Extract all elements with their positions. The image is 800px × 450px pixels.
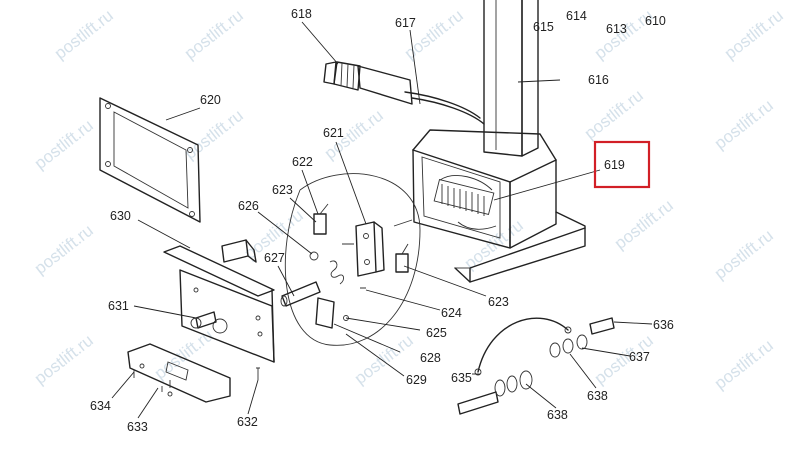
watermark-text: postlift.ru xyxy=(51,6,117,63)
mounting-plate xyxy=(163,245,275,363)
leader-lines xyxy=(111,21,653,419)
watermark-text: postlift.ru xyxy=(31,331,97,388)
part-label: 623 xyxy=(488,295,509,309)
part-label: 626 xyxy=(238,199,259,213)
washers-and-bolts xyxy=(457,317,615,415)
part-label: 618 xyxy=(291,7,312,21)
watermark-text: postlift.ru xyxy=(31,221,97,278)
part-label: 638 xyxy=(547,408,568,422)
terminal-block xyxy=(433,175,497,230)
part-label: 629 xyxy=(406,373,427,387)
part-label: 638 xyxy=(587,389,608,403)
control-box xyxy=(412,129,586,283)
part-label: 623 xyxy=(272,183,293,197)
watermark-layer: postlift.ru postlift.ru postlift.ru post… xyxy=(31,6,787,393)
part-label: 615 xyxy=(533,20,554,34)
watermark-text: postlift.ru xyxy=(181,106,247,163)
part-label: 619 xyxy=(604,158,625,172)
part-label: 613 xyxy=(606,22,627,36)
part-label: 617 xyxy=(395,16,416,30)
part-label: 622 xyxy=(292,155,313,169)
column-post xyxy=(483,0,539,157)
watermark-text: postlift.ru xyxy=(611,196,677,253)
part-label: 627 xyxy=(264,251,285,265)
part-label: 621 xyxy=(323,126,344,140)
part-label: 628 xyxy=(420,351,441,365)
part-label: 632 xyxy=(237,415,258,429)
springs-and-screws xyxy=(309,219,413,321)
part-labels: 610 613 614 615 616 617 618 619 620 621 … xyxy=(90,7,674,434)
gasket-frame xyxy=(99,97,201,223)
part-label: 620 xyxy=(200,93,221,107)
part-label: 637 xyxy=(629,350,650,364)
watermark-text: postlift.ru xyxy=(581,86,647,143)
pin-rod xyxy=(280,281,321,307)
limit-switches xyxy=(221,203,409,273)
watermark-text: postlift.ru xyxy=(711,96,777,153)
watermark-text: postlift.ru xyxy=(151,326,217,383)
cable-loop xyxy=(474,317,572,376)
cable-assembly xyxy=(323,61,485,125)
bolt-631 xyxy=(190,311,217,329)
switch-bracket xyxy=(355,221,385,277)
highlight-box xyxy=(593,140,651,189)
grouping-ellipse xyxy=(284,173,421,346)
part-label: 624 xyxy=(441,306,462,320)
watermark-text: postlift.ru xyxy=(31,116,97,173)
part-label: 631 xyxy=(108,299,129,313)
watermark-text: postlift.ru xyxy=(181,6,247,63)
watermark-text: postlift.ru xyxy=(711,336,777,393)
part-label: 614 xyxy=(566,9,587,23)
base-bracket xyxy=(127,343,231,403)
watermark-text: postlift.ru xyxy=(721,6,787,63)
watermark-text: postlift.ru xyxy=(711,226,777,283)
part-label: 630 xyxy=(110,209,131,223)
cam-plate xyxy=(315,297,335,329)
small-screws xyxy=(133,367,260,392)
part-label: 634 xyxy=(90,399,111,413)
part-label: 636 xyxy=(653,318,674,332)
part-label: 610 xyxy=(645,14,666,28)
part-label: 635 xyxy=(451,371,472,385)
part-label: 633 xyxy=(127,420,148,434)
part-label: 625 xyxy=(426,326,447,340)
part-label: 616 xyxy=(588,73,609,87)
